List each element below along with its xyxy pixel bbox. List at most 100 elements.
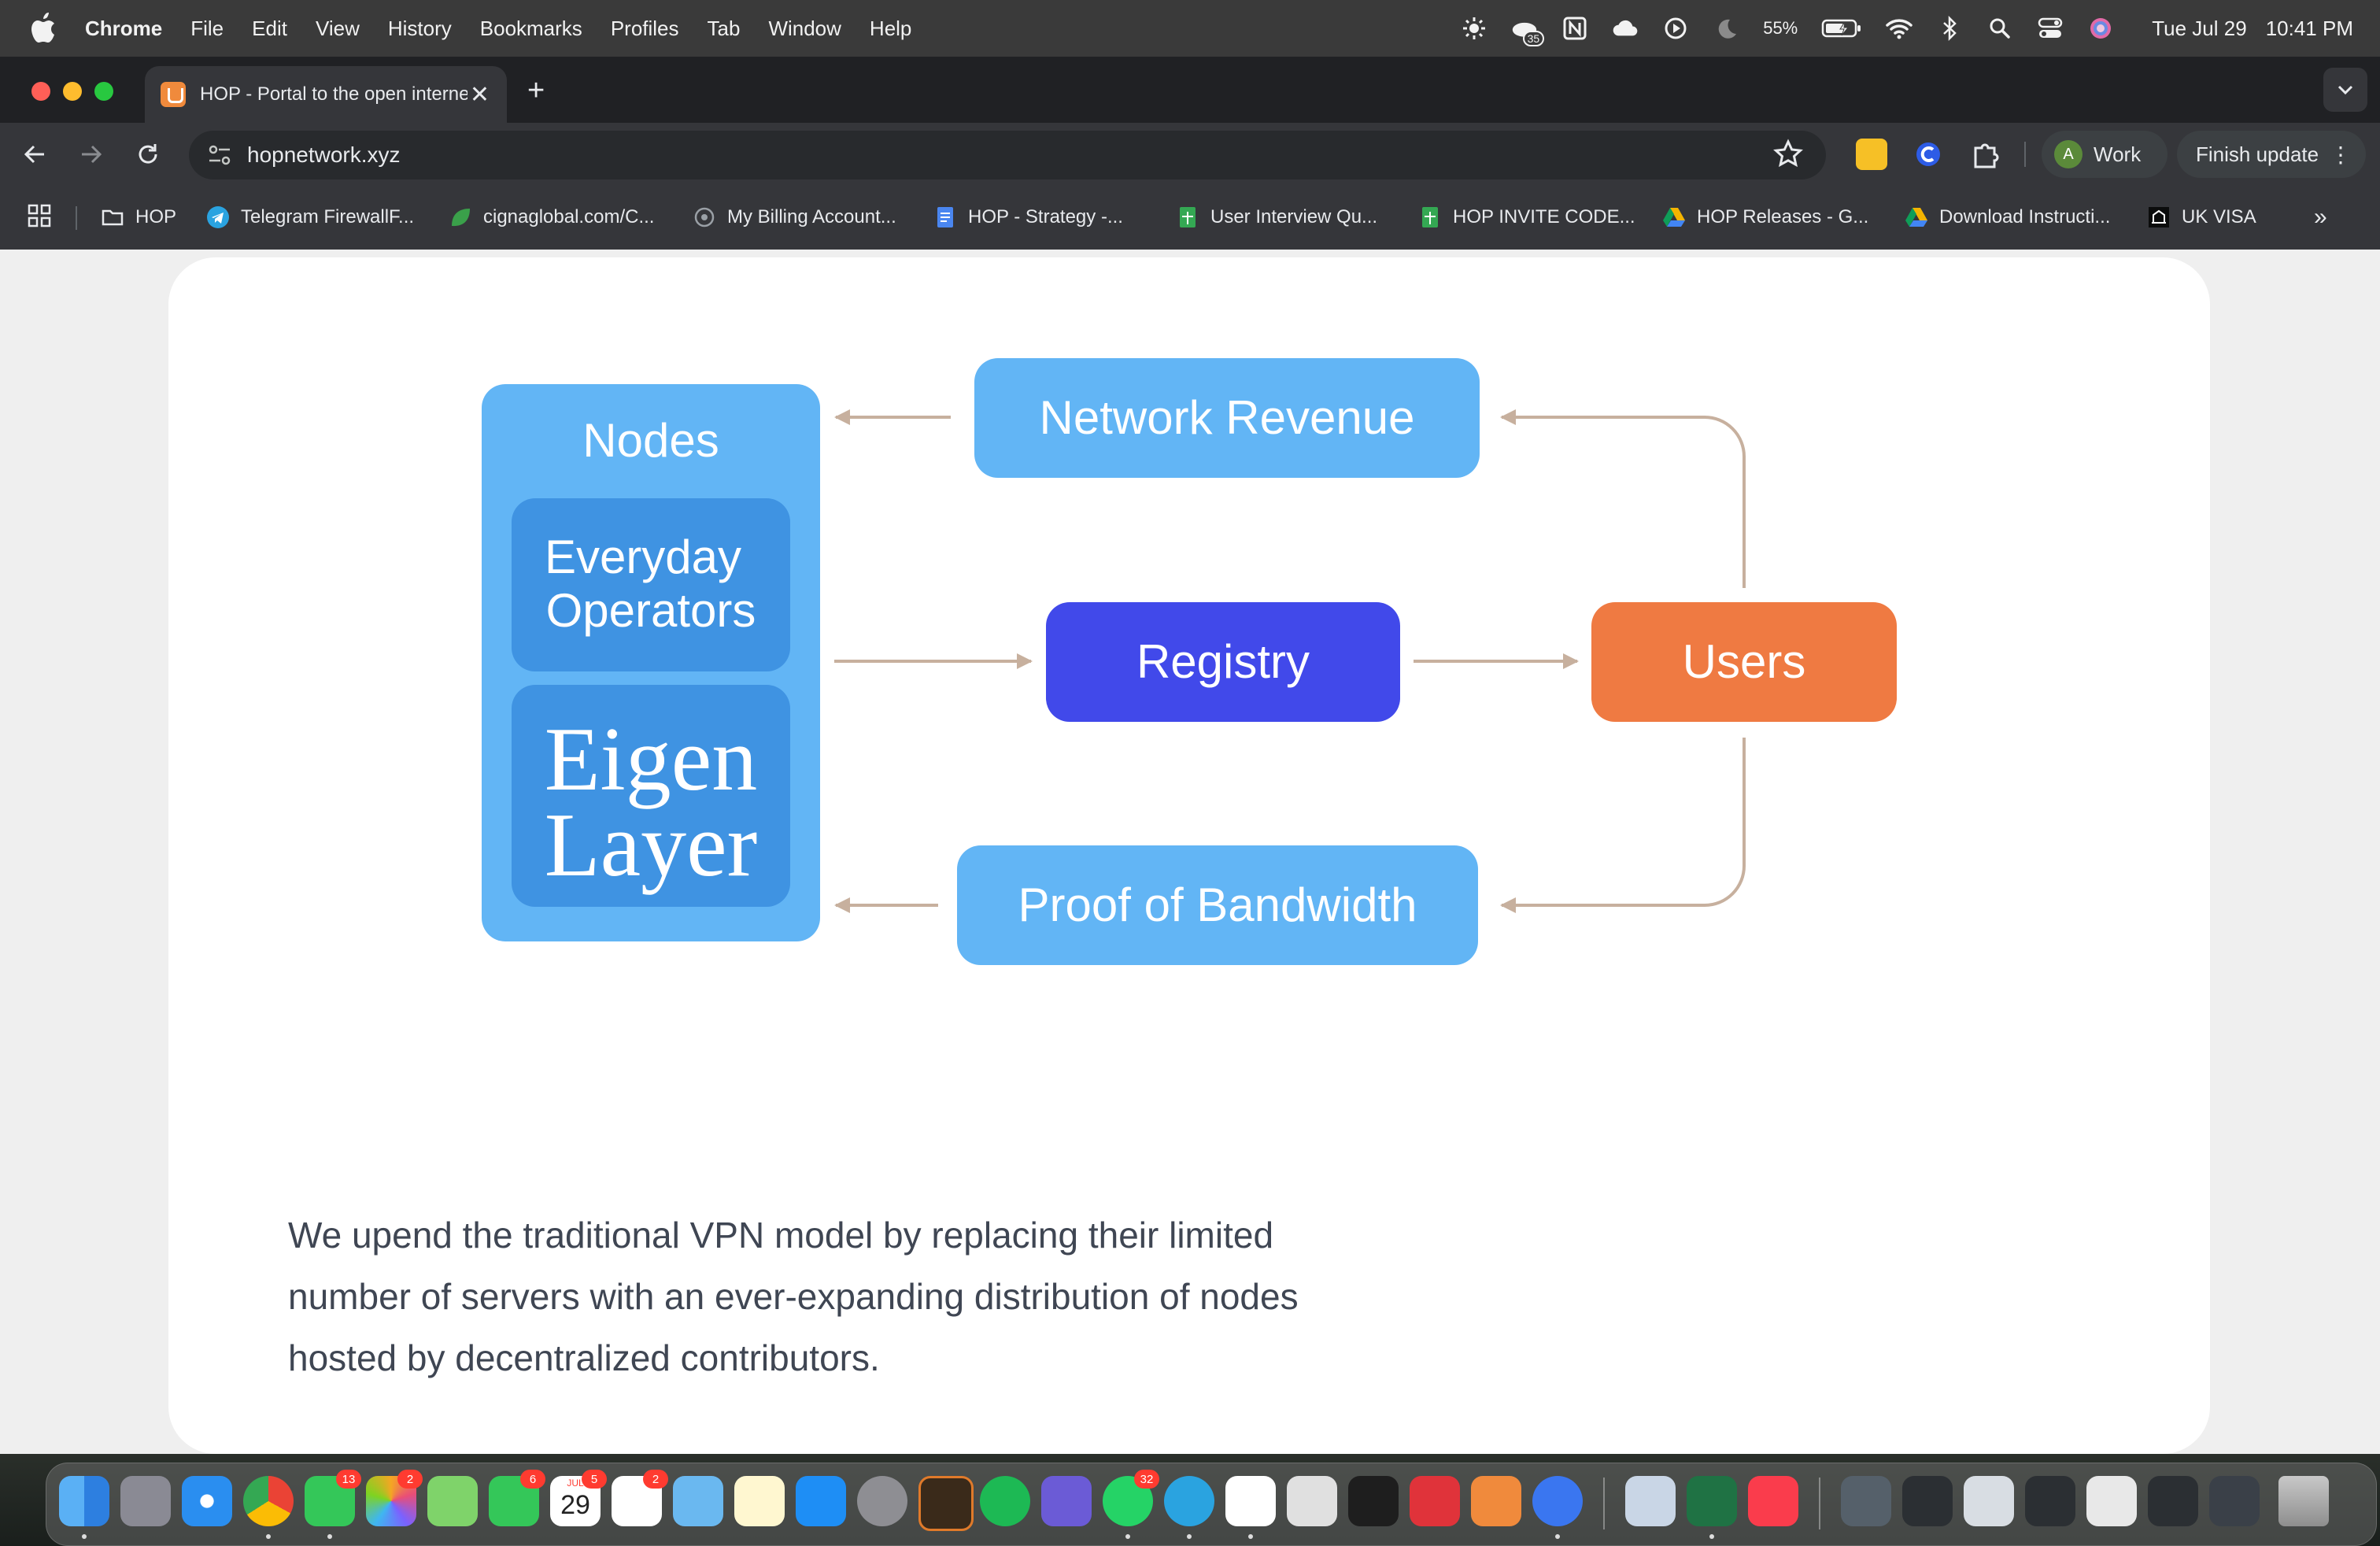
calendar-badge: 5	[582, 1470, 607, 1489]
bookmark-hop-releases[interactable]: HOP Releases - G...	[1662, 203, 1868, 231]
tab-hop[interactable]: HOP - Portal to the open internet ✕	[145, 66, 507, 123]
battery-icon[interactable]	[1821, 15, 1862, 42]
play-circle-icon[interactable]	[1662, 15, 1689, 42]
cloud-badge-icon[interactable]: 35	[1511, 15, 1545, 46]
icloud-icon[interactable]	[1612, 15, 1639, 42]
testflight-icon[interactable]	[673, 1476, 723, 1526]
simulator-icon[interactable]	[1287, 1476, 1337, 1526]
users-label: Users	[1683, 635, 1806, 688]
app-store-icon[interactable]	[796, 1476, 846, 1526]
brightness-icon[interactable]	[1461, 15, 1488, 42]
back-arrow-icon[interactable]	[16, 135, 54, 173]
notes-icon[interactable]	[734, 1476, 785, 1526]
bookmark-hop-strategy[interactable]: HOP - Strategy -...	[933, 203, 1123, 231]
minimized-window-2[interactable]	[1902, 1476, 1953, 1526]
notion-menu-icon[interactable]	[1561, 15, 1588, 42]
spotify-icon[interactable]	[980, 1476, 1030, 1526]
finder-icon[interactable]	[59, 1476, 109, 1539]
finish-update-button[interactable]: Finish update ⋮	[2177, 131, 2366, 178]
site-info-tune-icon[interactable]	[206, 142, 233, 168]
facetime-icon[interactable]: 6	[489, 1470, 545, 1526]
messages-icon[interactable]: 13	[305, 1470, 361, 1539]
menu-bookmarks[interactable]: Bookmarks	[479, 16, 582, 40]
extension-c-icon[interactable]	[1913, 139, 1944, 170]
focus-moon-icon[interactable]	[1713, 15, 1739, 42]
battery-percent: 55%	[1763, 18, 1798, 38]
minimized-window-6[interactable]	[2148, 1476, 2198, 1526]
excel-icon[interactable]	[1687, 1476, 1737, 1539]
launchpad-icon[interactable]	[120, 1476, 171, 1526]
bookmark-telegram-firewall[interactable]: Telegram FirewallF...	[206, 203, 414, 231]
control-center-icon[interactable]	[2037, 15, 2064, 42]
signal-icon[interactable]	[1532, 1476, 1583, 1539]
photos-icon[interactable]: 2	[366, 1470, 423, 1526]
bookmark-download-instructions[interactable]: Download Instructi...	[1905, 203, 2110, 231]
hop-app-icon[interactable]	[1471, 1476, 1521, 1526]
menubar-time[interactable]: 10:41 PM	[2265, 16, 2353, 40]
music-icon[interactable]	[1748, 1476, 1798, 1526]
reload-icon[interactable]	[129, 135, 167, 173]
menu-profiles[interactable]: Profiles	[610, 16, 679, 40]
apple-icon[interactable]	[30, 13, 57, 44]
safari-icon[interactable]	[182, 1476, 232, 1526]
menu-tab[interactable]: Tab	[707, 16, 741, 40]
menu-file[interactable]: File	[190, 16, 224, 40]
maps-icon[interactable]	[427, 1476, 478, 1526]
spotlight-search-icon[interactable]	[1986, 15, 2013, 42]
window-close-button[interactable]	[31, 82, 50, 101]
window-zoom-button[interactable]	[94, 82, 113, 101]
menu-window[interactable]: Window	[768, 16, 841, 40]
bluetooth-icon[interactable]	[1936, 15, 1963, 42]
bookmark-label: HOP Releases - G...	[1697, 206, 1869, 227]
menubar-date[interactable]: Tue Jul 29	[2152, 16, 2247, 40]
new-tab-button[interactable]: +	[527, 74, 545, 107]
address-bar[interactable]: hopnetwork.xyz	[189, 131, 1826, 179]
minimized-window-5[interactable]	[2086, 1476, 2137, 1526]
notion-dock-icon[interactable]	[1225, 1476, 1276, 1539]
apps-grid-icon[interactable]	[27, 203, 52, 228]
minimized-window-4[interactable]	[2025, 1476, 2075, 1526]
tab-close-icon[interactable]: ✕	[469, 81, 490, 108]
extension-keep-icon[interactable]	[1856, 139, 1887, 170]
menu-history[interactable]: History	[387, 16, 452, 40]
reminders-icon[interactable]: 2	[612, 1470, 668, 1526]
url-text[interactable]: hopnetwork.xyz	[247, 142, 401, 167]
bookmark-hop-folder[interactable]: HOP	[101, 203, 176, 231]
window-minimize-button[interactable]	[63, 82, 82, 101]
telegram-dock-icon[interactable]	[1164, 1476, 1214, 1539]
bookmark-cignaglobal[interactable]: cignaglobal.com/C...	[449, 203, 654, 231]
forward-arrow-icon[interactable]	[72, 135, 110, 173]
wifi-icon[interactable]	[1886, 15, 1913, 42]
menu-help[interactable]: Help	[869, 16, 912, 40]
figma-icon[interactable]	[1348, 1476, 1399, 1526]
menu-edit[interactable]: Edit	[252, 16, 287, 40]
profile-button[interactable]: A Work	[2042, 131, 2168, 178]
preview-icon[interactable]	[1625, 1476, 1676, 1526]
system-settings-icon[interactable]	[857, 1476, 907, 1526]
bookmark-label: Download Instructi...	[1939, 206, 2111, 227]
menu-app-name[interactable]: Chrome	[85, 16, 163, 40]
bookmark-hop-invite-code[interactable]: HOP INVITE CODE...	[1418, 203, 1635, 231]
rabbit-app-icon[interactable]	[1041, 1476, 1092, 1526]
minimized-window-7[interactable]	[2209, 1476, 2260, 1526]
hop-favicon-icon	[161, 82, 186, 107]
bookmark-star-icon[interactable]	[1772, 139, 1804, 170]
bookmark-user-interview[interactable]: User Interview Qu...	[1176, 203, 1377, 231]
calendar-icon[interactable]: JUL 29 5	[550, 1470, 607, 1526]
more-vertical-icon[interactable]: ⋮	[2330, 142, 2352, 167]
siri-icon[interactable]	[2087, 15, 2114, 42]
bookmarks-overflow-chevron-icon[interactable]: »	[2314, 204, 2327, 230]
screen-app-icon[interactable]	[918, 1476, 974, 1531]
bookmark-billing-account[interactable]: My Billing Account...	[693, 203, 896, 231]
toolbar-divider	[2024, 142, 2026, 167]
bookmark-uk-visa[interactable]: UK VISA	[2147, 203, 2256, 231]
chrome-icon[interactable]	[243, 1476, 294, 1539]
extensions-puzzle-icon[interactable]	[1969, 139, 2001, 170]
whatsapp-icon[interactable]: 32	[1103, 1470, 1159, 1539]
menu-view[interactable]: View	[315, 16, 360, 40]
expressvpn-icon[interactable]	[1410, 1476, 1460, 1526]
minimized-window-1[interactable]	[1841, 1476, 1891, 1526]
tab-search-chevron-icon[interactable]	[2323, 68, 2367, 112]
trash-icon[interactable]	[2278, 1476, 2329, 1526]
minimized-window-3[interactable]	[1964, 1476, 2014, 1526]
